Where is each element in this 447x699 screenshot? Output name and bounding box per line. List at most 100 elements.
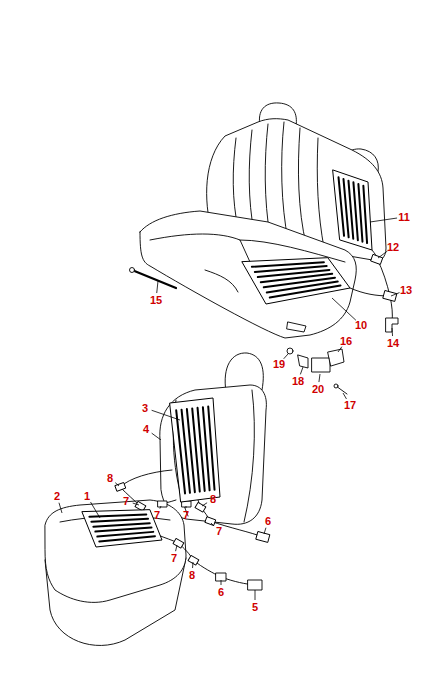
heating-rod bbox=[130, 268, 177, 289]
callout-number: 10 bbox=[355, 320, 367, 331]
front-wiring bbox=[248, 580, 262, 590]
front-backrest bbox=[160, 385, 267, 524]
callout-number: 17 bbox=[344, 400, 356, 411]
switch-parts bbox=[328, 349, 344, 366]
leader-line bbox=[152, 433, 161, 440]
heating-pad bbox=[82, 510, 162, 547]
front-wiring bbox=[205, 517, 216, 526]
callout-number: 7 bbox=[123, 496, 129, 507]
rear-backrest bbox=[298, 128, 306, 244]
front-wiring bbox=[188, 555, 199, 565]
callout-number: 11 bbox=[398, 212, 410, 223]
rear-wiring bbox=[350, 250, 398, 332]
callout-number: 7 bbox=[216, 526, 222, 537]
front-wiring bbox=[216, 573, 226, 581]
leader-line bbox=[264, 528, 266, 534]
heating-wire bbox=[358, 184, 362, 242]
callout-number: 12 bbox=[387, 242, 399, 253]
leader-line bbox=[378, 251, 387, 258]
rear-cushion bbox=[140, 211, 356, 338]
rear-cushion bbox=[205, 270, 238, 292]
callout-number: 8 bbox=[210, 494, 216, 505]
heating-wire bbox=[348, 181, 353, 239]
heating-pad bbox=[82, 510, 162, 547]
callout-number: 1 bbox=[84, 491, 90, 502]
callout-number: 8 bbox=[189, 570, 195, 581]
front-backrest bbox=[244, 390, 254, 522]
callout-number: 4 bbox=[143, 424, 149, 435]
leader-line bbox=[221, 580, 222, 585]
callout-number: 13 bbox=[400, 285, 412, 296]
leader-line bbox=[332, 298, 356, 320]
rear-backrest bbox=[317, 138, 324, 248]
leader-line bbox=[391, 293, 400, 296]
front-wiring bbox=[195, 502, 206, 512]
heating-wire bbox=[97, 532, 153, 537]
heating-wire bbox=[363, 186, 367, 243]
rear-backrest bbox=[265, 124, 270, 236]
callout-number: 7 bbox=[183, 510, 189, 521]
front-wiring bbox=[198, 500, 263, 537]
leader-line bbox=[160, 506, 161, 509]
callout-number: 6 bbox=[218, 587, 224, 598]
switch-parts bbox=[298, 355, 308, 368]
leader-line bbox=[152, 410, 180, 420]
front-cushion bbox=[45, 500, 186, 602]
heating-pad bbox=[170, 398, 220, 502]
rear-backrest bbox=[233, 138, 238, 228]
rear-cushion bbox=[287, 322, 306, 332]
leader-line bbox=[338, 347, 342, 352]
rear-cushion bbox=[240, 240, 345, 262]
heating-pad bbox=[333, 170, 372, 250]
front-wiring bbox=[158, 501, 167, 507]
switch-parts bbox=[312, 358, 330, 372]
heating-wire bbox=[95, 528, 151, 532]
rear-cushion bbox=[150, 234, 250, 262]
leader-line bbox=[157, 281, 158, 293]
callout-number: 14 bbox=[387, 338, 399, 349]
leader-line bbox=[192, 562, 193, 568]
leader-line bbox=[91, 502, 100, 518]
front-wiring bbox=[173, 538, 184, 548]
callout-number: 7 bbox=[154, 510, 160, 521]
callout-number: 15 bbox=[150, 295, 162, 306]
leader-line bbox=[59, 503, 62, 513]
leader-line bbox=[255, 590, 256, 600]
callout-number: 19 bbox=[273, 359, 285, 370]
leader-line bbox=[133, 503, 139, 505]
rear-backrest bbox=[249, 130, 254, 232]
front-wiring bbox=[115, 482, 126, 491]
callout-number: 20 bbox=[312, 384, 324, 395]
front-wiring bbox=[158, 535, 255, 585]
heating-rod bbox=[132, 270, 176, 288]
callout-number: 8 bbox=[107, 473, 113, 484]
rear-backrest bbox=[282, 122, 288, 240]
rear-wiring bbox=[383, 291, 397, 302]
leader-line bbox=[186, 506, 187, 508]
callout-number: 3 bbox=[142, 403, 148, 414]
leader-line bbox=[300, 367, 303, 374]
heating-wire bbox=[270, 285, 341, 297]
leader-line bbox=[211, 523, 214, 526]
rear-cushion bbox=[140, 211, 356, 338]
leader-line bbox=[392, 328, 394, 336]
heating-pad bbox=[170, 398, 220, 502]
heating-pad bbox=[333, 170, 372, 250]
heating-pad bbox=[242, 258, 350, 304]
leader-line bbox=[370, 218, 397, 222]
callout-number: 6 bbox=[265, 516, 271, 527]
heating-rod bbox=[130, 268, 135, 273]
heating-wire bbox=[343, 179, 348, 237]
heating-wire bbox=[208, 407, 214, 490]
heating-wire bbox=[91, 519, 148, 522]
switch-parts bbox=[287, 348, 293, 354]
heating-pad bbox=[82, 170, 372, 547]
leader-line bbox=[176, 545, 177, 551]
callout-number: 5 bbox=[252, 602, 258, 613]
front-backrest bbox=[160, 385, 267, 524]
front-wiring bbox=[256, 532, 270, 543]
heating-pad bbox=[242, 258, 350, 304]
callout-number: 2 bbox=[54, 491, 60, 502]
heating-wire bbox=[264, 278, 335, 288]
